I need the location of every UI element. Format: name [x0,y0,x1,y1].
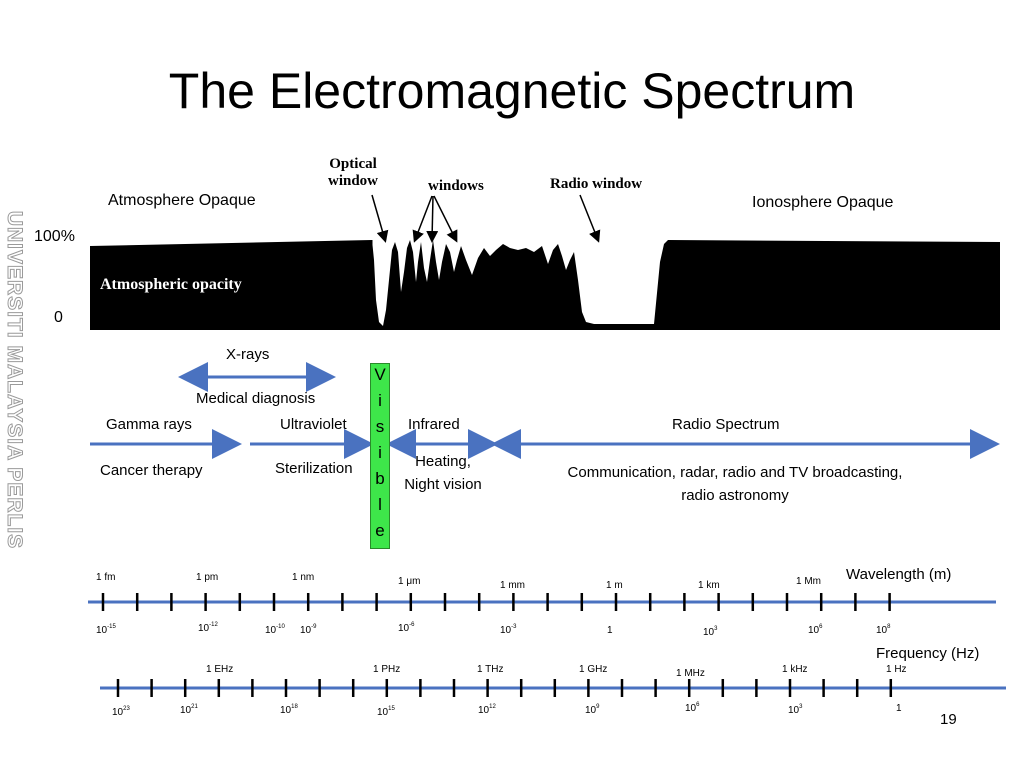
frequency-power-label: 1018 [280,704,298,716]
wavelength-power-label: 10-12 [198,622,218,634]
frequency-unit-label: 1 kHz [782,664,808,675]
frequency-ticks [116,679,893,697]
wavelength-power-label: 10-15 [96,624,116,636]
infrared-label: Infrared [408,416,460,433]
gamma-rays-label: Gamma rays [106,416,192,433]
frequency-unit-label: 1 THz [477,664,504,675]
atmosphere-opaque-label: Atmosphere Opaque [108,192,256,209]
frequency-power-label: 103 [788,704,803,716]
wavelength-power-label: 1 [607,625,613,636]
optical-window-arrow [371,194,389,243]
wavelength-unit-label: 1 m [606,580,623,591]
wavelength-power-label: 10-9 [300,624,317,636]
frequency-power-label: 1021 [180,704,198,716]
ultraviolet-label: Ultraviolet [280,416,347,433]
wavelength-unit-label: 1 mm [500,580,525,591]
windows-label: windows [428,178,484,194]
wavelength-power-label: 10-10 [265,624,285,636]
wavelength-axis-title: Wavelength (m) [846,566,952,583]
medical-diagnosis-label: Medical diagnosis [196,390,316,407]
wavelength-power-label: 10-6 [398,622,415,634]
visible-letter: e [375,521,385,540]
wavelength-unit-label: 1 fm [96,572,116,583]
frequency-unit-label: 1 GHz [579,664,608,675]
frequency-power-label: 1 [896,703,902,714]
visible-letter: V [374,365,386,384]
frequency-power-label: 1012 [478,704,496,716]
wavelength-power-label: 10-3 [500,624,517,636]
xrays-label: X-rays [226,346,270,363]
visible-letter: i [378,391,382,410]
frequency-power-label: 1023 [112,706,130,718]
frequency-power-label: 109 [585,704,600,716]
wavelength-power-label: 108 [876,624,891,636]
wavelength-unit-label: 1 Mm [796,576,821,587]
frequency-unit-label: 1 EHz [206,664,234,675]
visible-letter: l [378,495,382,514]
visible-letter: b [375,469,385,488]
frequency-power-label: 1015 [377,706,395,718]
frequency-unit-label: 1 MHz [676,668,705,679]
window-arrow-1 [412,195,433,243]
heating-night-vision-label: Heating, Night vision [404,453,482,493]
visible-band [370,363,390,549]
wavelength-unit-label: 1 km [698,580,720,591]
window-arrow-2 [426,195,439,243]
wavelength-power-label: 106 [808,624,823,636]
optical-window-label: Optical window [328,156,379,189]
wavelength-unit-label: 1 nm [292,572,315,583]
radio-window-arrow [579,194,601,243]
visible-letter: s [375,417,385,436]
wavelength-unit-label: 1 μm [398,576,421,587]
visible-letter: i [378,443,382,462]
communication-label: Communication, radar, radio and TV broad… [567,464,903,504]
ionosphere-opaque-label: Ionosphere Opaque [752,194,894,211]
cancer-therapy-label: Cancer therapy [100,462,203,479]
window-arrow-3 [433,195,458,243]
radio-spectrum-label: Radio Spectrum [672,416,780,433]
frequency-unit-label: 1 PHz [373,664,401,675]
frequency-unit-label: 1 Hz [886,664,907,675]
radio-window-label: Radio window [550,176,643,192]
frequency-power-label: 106 [685,702,700,714]
frequency-axis-title: Frequency (Hz) [876,645,980,662]
opacity-100-label: 100% [34,228,75,245]
sterilization-label: Sterilization [275,460,353,477]
opacity-profile [90,240,1000,330]
wavelength-unit-label: 1 pm [196,572,219,583]
wavelength-power-label: 103 [703,626,718,638]
page-number: 19 [940,711,957,728]
wavelength-ticks [101,593,891,611]
atmospheric-opacity-label: Atmospheric opacity [100,276,242,293]
slide-title: The Electromagnetic Spectrum [168,63,856,119]
opacity-0-label: 0 [54,309,63,326]
